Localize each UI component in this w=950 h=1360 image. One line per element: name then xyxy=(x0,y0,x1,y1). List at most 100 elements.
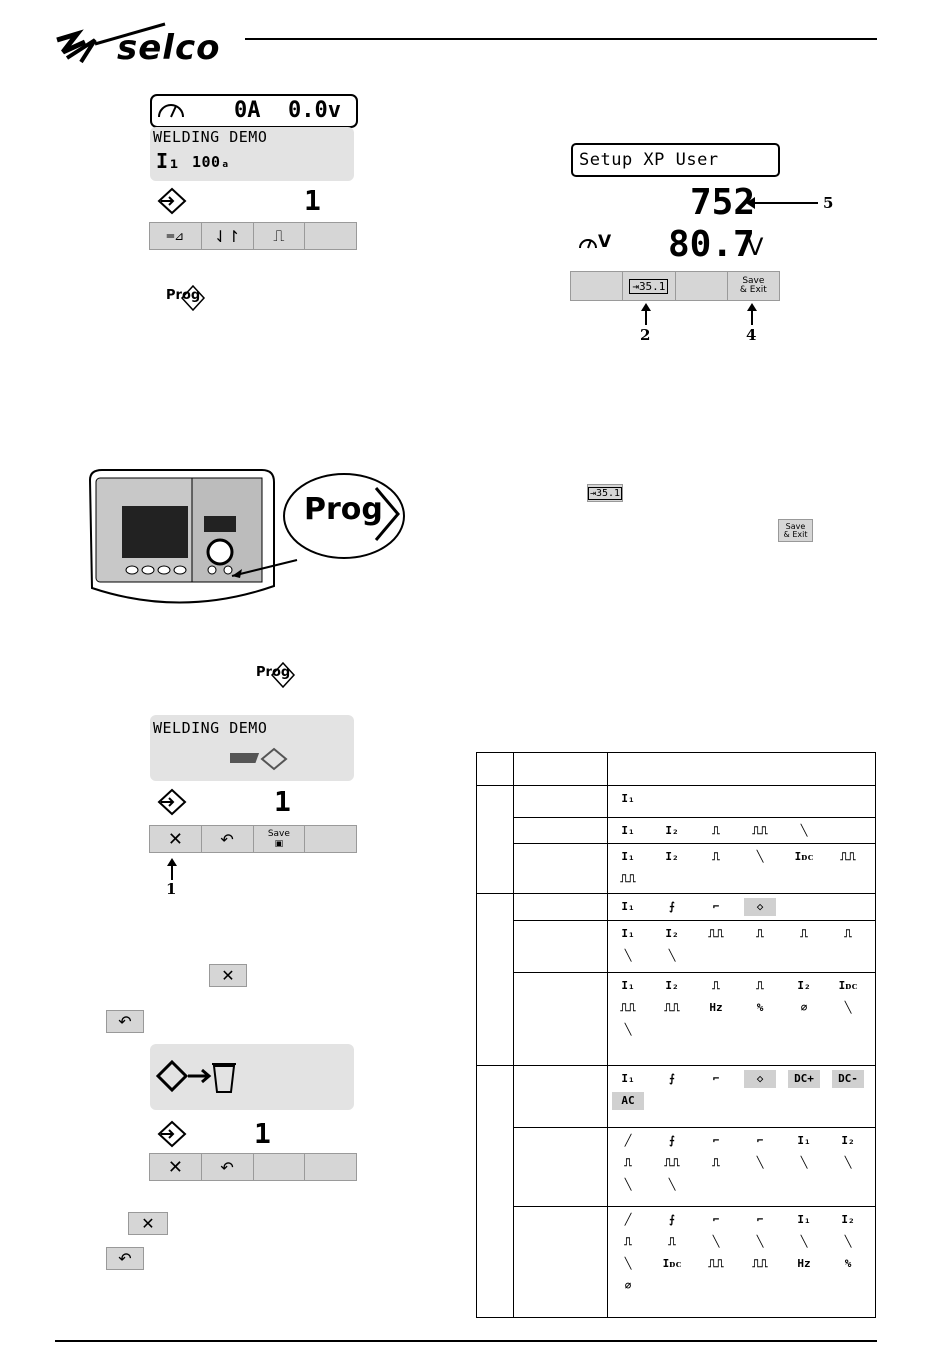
parameter-symbol-icon: ⎍ xyxy=(624,1156,632,1169)
table-head-cell xyxy=(513,752,608,786)
pulse-shape-icon: ⎍ xyxy=(273,226,285,245)
parameter-symbol-icon: ╲ xyxy=(756,1156,764,1169)
symbol-cell: I₁ xyxy=(607,785,876,818)
panel-prog-callout: Prog xyxy=(304,492,383,527)
softkey-updown[interactable]: ⇃↾ xyxy=(202,223,254,249)
delete-program-icon xyxy=(156,1059,236,1093)
parameter-symbol-icon: ⌐ xyxy=(712,1213,720,1226)
softkey-save[interactable]: Save ▣ xyxy=(254,826,306,852)
parameter-symbol-icon: I₂ xyxy=(665,979,679,992)
softkey-empty[interactable] xyxy=(305,223,356,249)
row-label-cell xyxy=(513,1206,608,1318)
parameter-symbol-icon: DC+ xyxy=(788,1070,820,1088)
lcd-save-screen: WELDING DEMO xyxy=(150,715,354,781)
parameter-symbol-icon: ╲ xyxy=(756,1235,764,1248)
parameter-symbol-icon: ╱ xyxy=(624,1134,632,1147)
undo-icon: ↶ xyxy=(118,1012,132,1031)
softkey-value[interactable]: ⇥35.1 xyxy=(623,272,676,300)
parameter-symbol-icon: ⎍⎍ xyxy=(708,927,724,940)
save-exit-top: Save xyxy=(742,276,765,286)
parameter-symbol-icon: I₁ xyxy=(621,900,635,913)
softkey-undo-2[interactable]: ↶ xyxy=(202,1154,254,1180)
brand-name: selco xyxy=(117,28,221,68)
symbol-cell: I₁⨍⌐◇ xyxy=(607,893,876,921)
parameter-symbol-icon: ⎍ xyxy=(624,1235,632,1248)
group-cell-1 xyxy=(476,785,514,894)
row-label-cell xyxy=(513,843,608,894)
table-head-cell xyxy=(476,752,514,786)
softkey-row-2: ⇥35.1 Save & Exit xyxy=(570,271,780,301)
parameter-symbol-icon: ╱ xyxy=(624,1213,632,1226)
voltage-icon-label: V xyxy=(598,232,612,252)
prog-diamond-icon xyxy=(180,284,206,312)
parameter-symbol-icon: I₁ xyxy=(797,1134,811,1147)
gauge-icon xyxy=(158,104,184,118)
voltage-gauge-icon xyxy=(579,239,597,249)
meter-voltage: 0.0v xyxy=(288,98,341,123)
program-number-3: 1 xyxy=(254,1117,271,1150)
inline-delete-key-1: ✕ xyxy=(209,964,247,987)
parameter-symbol-icon: ⌀ xyxy=(624,1279,632,1292)
lcd-main: WELDING DEMO I₁ 100ₐ xyxy=(150,127,354,181)
parameter-symbol-icon: ⎍⎍ xyxy=(620,1001,636,1014)
parameter-symbol-icon: ⎍ xyxy=(756,927,764,940)
table-head-cell xyxy=(607,752,876,786)
parameter-symbol-icon: Iᴅᴄ xyxy=(662,1257,682,1270)
program-number: 1 xyxy=(304,184,321,217)
row-label-cell xyxy=(513,817,608,844)
softkey-blank-a[interactable] xyxy=(571,272,624,300)
softkey-delete[interactable]: ✕ xyxy=(150,826,202,852)
parameter-symbol-icon: ⌐ xyxy=(712,900,720,913)
undo-icon: ↶ xyxy=(220,829,234,849)
parameter-symbol-icon: I₂ xyxy=(841,1213,855,1226)
floppy-icon: ▣ xyxy=(274,839,284,849)
prog-diamond-icon xyxy=(270,661,296,689)
parameter-symbol-icon: I₁ xyxy=(621,850,635,863)
softkey-delete-2[interactable]: ✕ xyxy=(150,1154,202,1180)
parameter-symbol-icon: ⎍ xyxy=(844,927,852,940)
parameter-symbol-icon: ⎍ xyxy=(712,1156,720,1169)
parameter-symbol-icon: ◇ xyxy=(744,1070,776,1088)
inline-value-key: ⇥35.1 xyxy=(587,484,623,502)
softkey-empty-4b[interactable] xyxy=(305,1154,356,1180)
undo-icon: ↶ xyxy=(118,1249,132,1268)
prog-key-icon-2: Prog xyxy=(256,661,300,689)
softkey-pulse[interactable]: ⎍ xyxy=(254,223,306,249)
parameter-symbol-icon: I₁ xyxy=(621,979,635,992)
parameter-symbol-icon: I₂ xyxy=(841,1134,855,1147)
inline-delete-key-2: ✕ xyxy=(128,1212,168,1235)
softkey-undo[interactable]: ↶ xyxy=(202,826,254,852)
softkey-save-exit[interactable]: Save & Exit xyxy=(728,272,779,300)
softkey-torch[interactable]: ═⊿ xyxy=(150,223,202,249)
softkey-empty-4a[interactable] xyxy=(254,1154,306,1180)
softkey-blank-b[interactable] xyxy=(676,272,728,300)
parameter-symbol-icon: ⌐ xyxy=(712,1134,720,1147)
parameter-symbol-icon: ╲ xyxy=(800,1235,808,1248)
parameter-symbol-icon: ⨍ xyxy=(669,1072,675,1085)
callout-arrow-1 xyxy=(167,858,177,880)
parameter-symbol-icon: % xyxy=(756,1001,764,1014)
parameter-symbol-icon: % xyxy=(844,1257,852,1270)
softkey-empty-3[interactable] xyxy=(305,826,356,852)
parameter-symbol-icon: Iᴅᴄ xyxy=(838,979,858,992)
parameter-symbol-icon: ╲ xyxy=(624,1257,632,1270)
parameter-symbol-icon: ⎍ xyxy=(712,824,720,837)
parameter-symbol-icon: ╲ xyxy=(844,1156,852,1169)
lcd-title-2: WELDING DEMO xyxy=(153,719,268,737)
callout-2: 2 xyxy=(640,326,651,344)
cross-icon: ✕ xyxy=(141,1214,155,1233)
parameter-symbol-icon: DC- xyxy=(832,1070,864,1088)
selco-logo-icon xyxy=(56,22,166,64)
parameter-symbol-icon: ⌀ xyxy=(800,1001,808,1014)
inline-undo-key-1: ↶ xyxy=(106,1010,144,1033)
voltage-unit: V xyxy=(747,233,764,261)
parameter-symbol-icon: AC xyxy=(612,1092,644,1110)
parameter-symbol-icon: I₁ xyxy=(621,927,635,940)
parameter-symbol-icon: ╲ xyxy=(624,949,632,962)
save-exit-bottom: & Exit xyxy=(739,285,767,295)
parameter-symbol-icon: ╲ xyxy=(624,1023,632,1036)
